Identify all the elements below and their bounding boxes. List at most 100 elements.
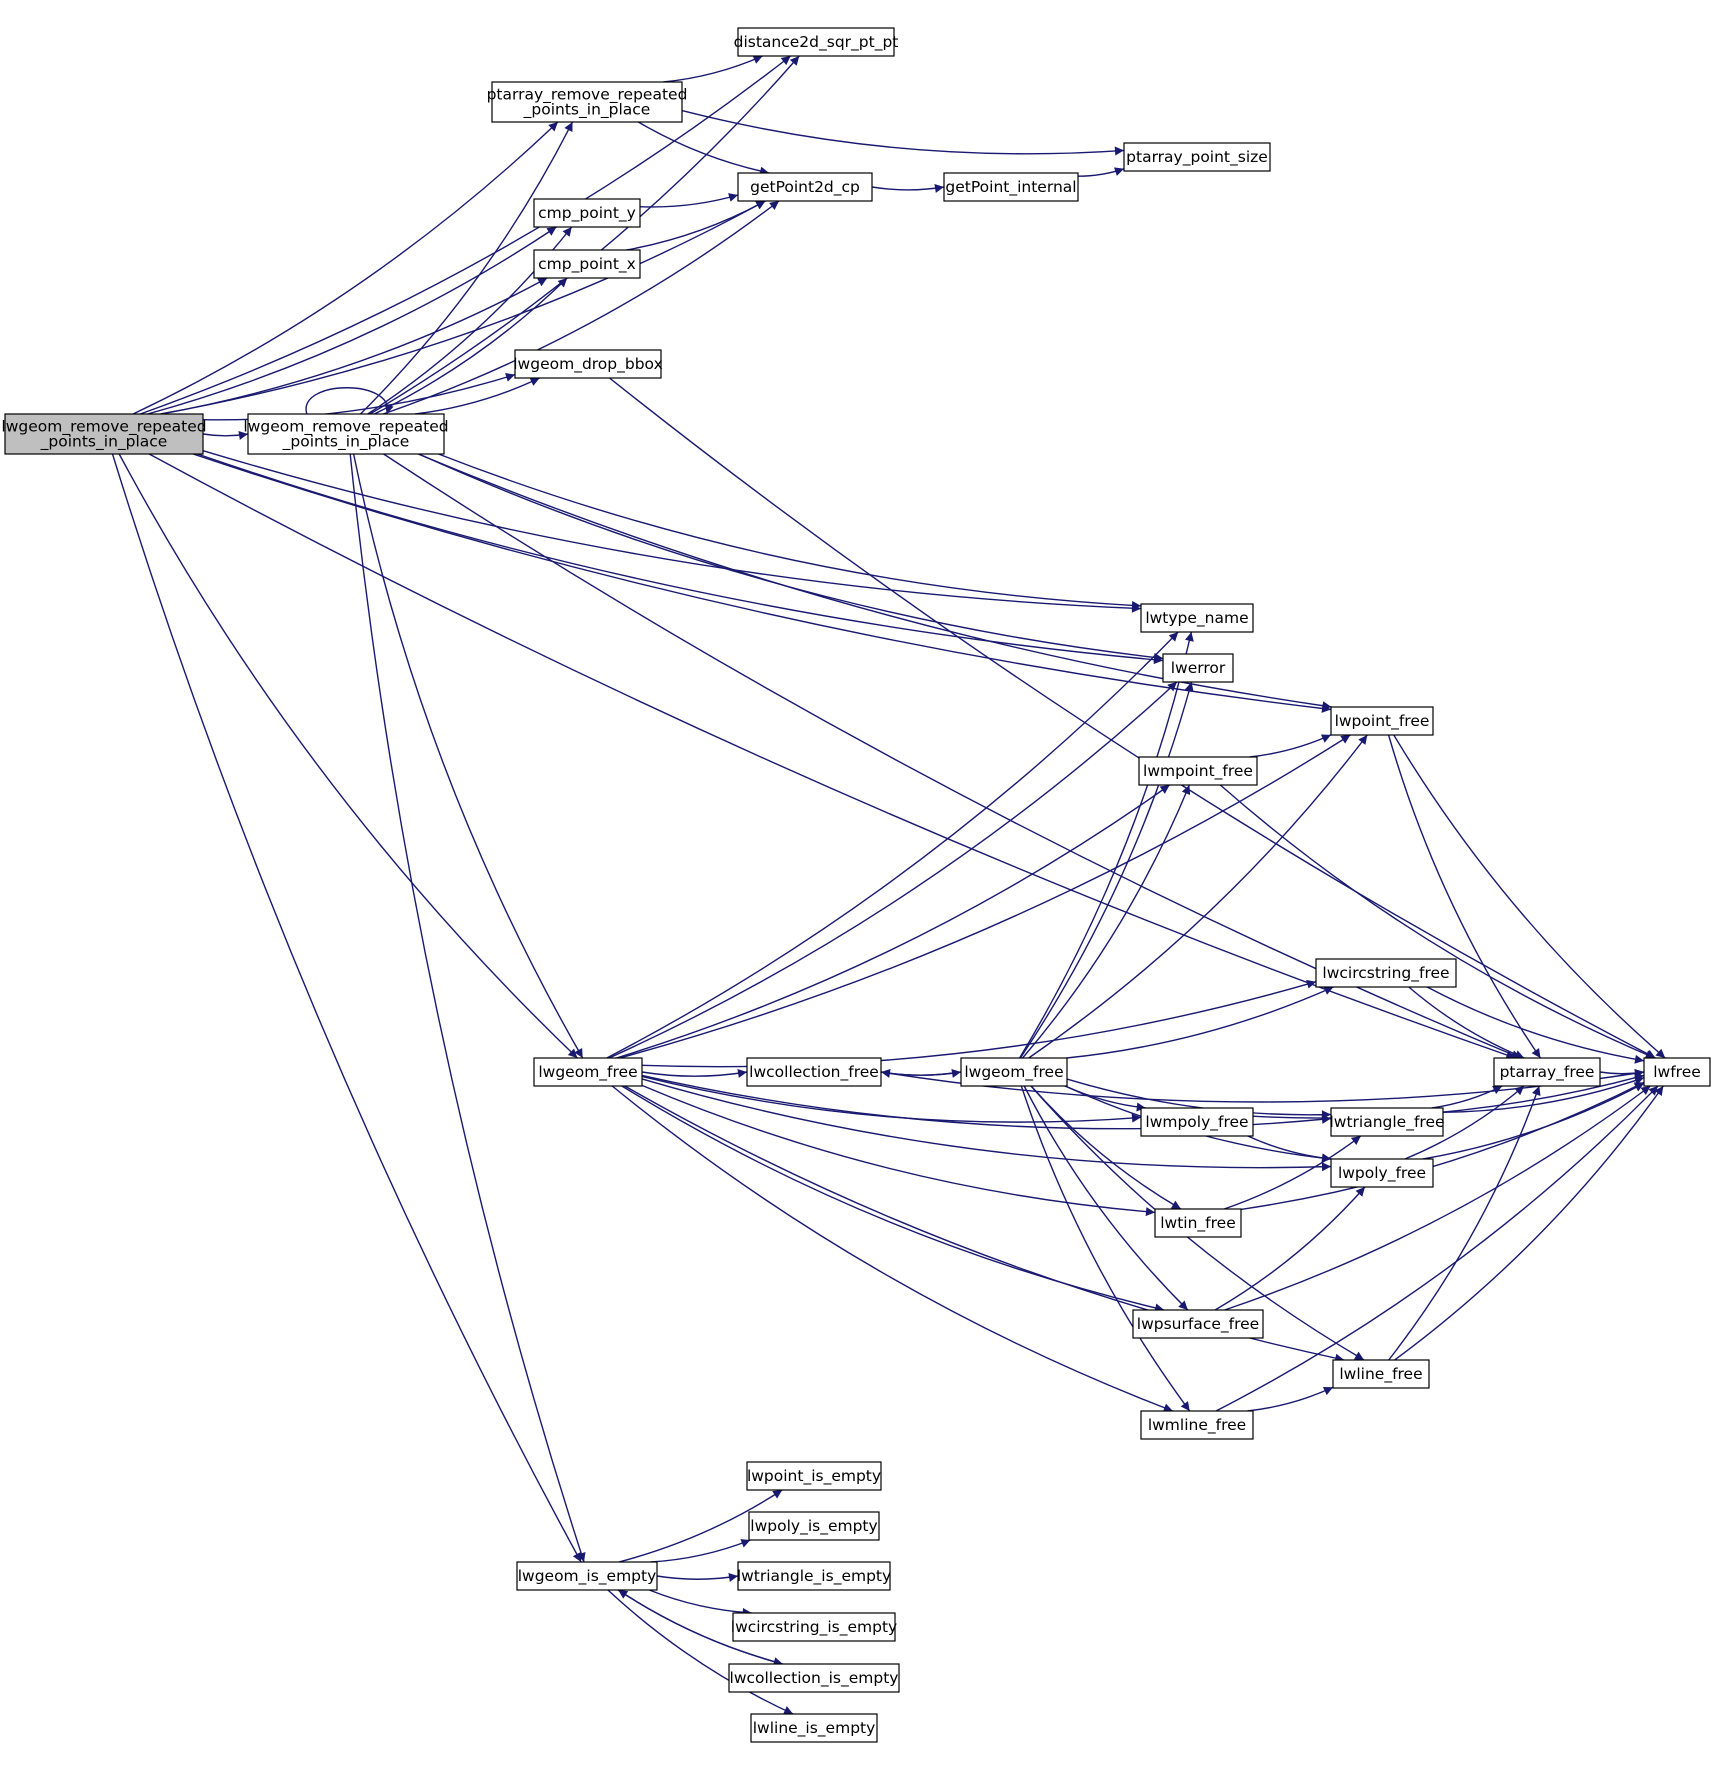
edge-cmp_point_x-to-getPoint2d_cp [626, 200, 766, 251]
edge-lwgeom_free_b-to-lwcircstring_free [1066, 986, 1334, 1059]
edge-lwgeom_free_a-to-lwcircstring_free [641, 979, 1317, 1068]
edge-lrrp-to-lrrp [305, 387, 394, 415]
edge-lwgeom_free_a-to-lwpsurface_free [621, 1085, 1165, 1313]
edge-lwgeom_free_b-to-lwmpoint_free [1022, 784, 1191, 1059]
edge-ptarray_rrp-to-ptarray_point_size [681, 109, 1125, 156]
node-ptarray-free[interactable]: ptarray_free [1493, 1057, 1601, 1087]
node-box [1330, 706, 1434, 736]
edge-lwgeom_free_b-to-lwtype_name [1019, 631, 1194, 1059]
node-ptarray-point-size[interactable]: ptarray_point_size [1123, 142, 1271, 172]
node-label: lwline_free [1339, 1365, 1422, 1384]
node-label: lwpoly_free [1338, 1164, 1426, 1183]
edge-lwgeom_free_a-to-lwmpoint_free [616, 784, 1171, 1059]
node-lwmline-free[interactable]: lwmline_free [1140, 1410, 1254, 1440]
node-label: getPoint2d_cp [750, 178, 860, 197]
node-lwerror[interactable]: lwerror [1162, 653, 1234, 683]
edge-lwmpoly_free-to-lwpoly_free [1247, 1135, 1332, 1163]
edge-root-to-distance2d [140, 55, 792, 415]
node-lwpoly-is-empty[interactable]: lwpoly_is_empty [748, 1511, 880, 1541]
edge-lrrp-to-lwgeom_is_empty [349, 453, 586, 1563]
node-lwline-free[interactable]: lwline_free [1332, 1359, 1430, 1389]
node-label: getPoint_internal [945, 178, 1076, 197]
node-cmp-point-x[interactable]: cmp_point_x [533, 249, 641, 279]
edge-lwgeom_drop_bbox-to-lwfree [609, 377, 1656, 1059]
node-label: lwtin_free [1160, 1214, 1236, 1233]
node-lwtype-name[interactable]: lwtype_name [1140, 603, 1254, 633]
node-lwfree[interactable]: lwfree [1643, 1057, 1711, 1087]
edge-lwpsurface_free-to-lwfree [1224, 1085, 1651, 1311]
node-box [1332, 1359, 1430, 1389]
edge-lwline_free-to-ptarray_free [1388, 1085, 1541, 1361]
edge-ptarray_rrp-to-getPoint2d_cp [637, 121, 770, 176]
node-lwpoly-free[interactable]: lwpoly_free [1330, 1158, 1434, 1188]
node-lwtriangle-is-empty[interactable]: lwtriangle_is_empty [737, 1561, 891, 1591]
edge-lrrp-to-lwgeom_free_a [352, 453, 584, 1059]
node-box [943, 172, 1079, 202]
node-lwtriangle-free[interactable]: lwtriangle_free [1329, 1107, 1445, 1137]
node-box [1315, 958, 1457, 988]
edge-lrrp-to-lwpoint_free [417, 453, 1332, 711]
node-box [533, 249, 641, 279]
node-lwpsurface-free[interactable]: lwpsurface_free [1132, 1309, 1264, 1339]
node-ptarray-rrp[interactable]: ptarray_remove_repeated_points_in_place [487, 81, 688, 123]
node-label: lwgeom_is_empty [518, 1567, 657, 1586]
node-box [1140, 1410, 1254, 1440]
node-getPoint2d-cp[interactable]: getPoint2d_cp [737, 172, 873, 202]
node-lwcircstring-is-empty[interactable]: lwcircstring_is_empty [731, 1612, 897, 1642]
node-box [1140, 1107, 1254, 1137]
node-root[interactable]: lwgeom_remove_repeated_points_in_place [1, 413, 207, 455]
node-box [1140, 603, 1254, 633]
node-distance2d[interactable]: distance2d_sqr_pt_pt [734, 27, 899, 57]
node-box [533, 1057, 643, 1087]
edge-lrrp-to-lwgeom_drop_bbox [415, 377, 540, 415]
node-lwpoint-is-empty[interactable]: lwpoint_is_empty [746, 1461, 882, 1491]
edge-root-to-ptarray_free [148, 453, 1516, 1060]
node-lwmpoly-free[interactable]: lwmpoly_free [1140, 1107, 1254, 1137]
edge-lwmpoint_free-to-lwfree [1219, 784, 1655, 1059]
edge-root-to-getPoint2d_cp [160, 200, 766, 415]
node-label: lwfree [1653, 1063, 1701, 1081]
edge-lwgeom_free_a-to-lwmline_free [611, 1085, 1174, 1412]
node-label: cmp_point_x [538, 255, 636, 274]
node-box [960, 1057, 1068, 1087]
node-lwpoint-free[interactable]: lwpoint_free [1330, 706, 1434, 736]
edge-lrrp-to-ptarray_rrp [360, 121, 574, 415]
node-label: lwpoint_is_empty [747, 1467, 881, 1486]
edge-lwgeom_free_a-to-lwtin_free [641, 1084, 1156, 1217]
edge-lwtriangle_free-to-lwfree [1442, 1076, 1645, 1113]
node-lwcircstring-free[interactable]: lwcircstring_free [1315, 958, 1457, 988]
node-lwtin-free[interactable]: lwtin_free [1154, 1208, 1242, 1238]
edge-lwgeom_free_b-to-lwpsurface_free [1023, 1085, 1189, 1311]
node-box [728, 1663, 900, 1693]
edge-lwcollection_is_empty-to-lwgeom_is_empty [617, 1589, 783, 1665]
edge-lwgeom_free_b-to-lwtriangle_free [1066, 1078, 1332, 1120]
edge-lwpoint_free-to-lwfree [1393, 734, 1666, 1059]
node-lwgeom-free-a[interactable]: lwgeom_free [533, 1057, 643, 1087]
node-lwmpoint-free[interactable]: lwmpoint_free [1138, 756, 1258, 786]
edge-lwgeom_free_b-to-lwtin_free [1030, 1085, 1182, 1210]
edge-lwgeom_free_b-to-lwerror [1019, 681, 1194, 1059]
node-label: lwline_is_empty [753, 1719, 876, 1738]
node-lwline-is-empty[interactable]: lwline_is_empty [750, 1713, 878, 1743]
node-label: _points_in_place [40, 433, 168, 452]
node-getPoint-internal[interactable]: getPoint_internal [943, 172, 1079, 202]
edge-lwgeom_free_b-to-lwmpoly_free [1064, 1085, 1146, 1112]
node-lwcollection-free[interactable]: lwcollection_free [746, 1057, 882, 1087]
node-label: lwgeom_remove_repeated [243, 418, 448, 437]
edge-lwgeom_free_b-to-lwcollection_free [880, 1068, 962, 1078]
edge-lwgeom_is_empty-to-lwpoly_is_empty [650, 1539, 751, 1563]
node-cmp-point-y[interactable]: cmp_point_y [533, 198, 641, 228]
node-label: lwgeom_drop_bbox [513, 355, 663, 374]
node-lwgeom-drop-bbox[interactable]: lwgeom_drop_bbox [513, 349, 663, 379]
nodes-layer: lwgeom_remove_repeated_points_in_placelw… [1, 27, 1711, 1743]
node-label: lwtype_name [1145, 609, 1248, 628]
node-lwgeom-free-b[interactable]: lwgeom_free [960, 1057, 1068, 1087]
node-label: _points_in_place [282, 433, 410, 452]
node-lwgeom-is-empty[interactable]: lwgeom_is_empty [516, 1561, 658, 1591]
node-box [737, 27, 895, 57]
node-lwcollection-is-empty[interactable]: lwcollection_is_empty [728, 1663, 900, 1693]
node-lrrp[interactable]: lwgeom_remove_repeated_points_in_place [243, 413, 449, 455]
edge-getPoint2d_cp-to-getPoint_internal [871, 183, 945, 193]
node-box [737, 1561, 891, 1591]
node-box [732, 1612, 896, 1642]
